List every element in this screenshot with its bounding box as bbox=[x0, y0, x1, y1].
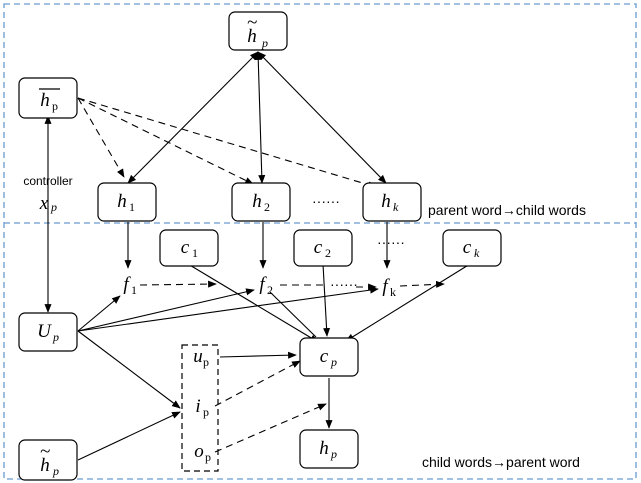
node-c-p: c p bbox=[299, 337, 359, 377]
svg-text:c: c bbox=[320, 346, 329, 367]
node-c1: c 1 bbox=[159, 229, 219, 267]
svg-text:f: f bbox=[123, 274, 131, 295]
edge-op-hp bbox=[214, 403, 327, 453]
gate-box bbox=[181, 344, 219, 472]
top-region-label: parent word→child words bbox=[428, 202, 586, 218]
svg-text:h: h bbox=[252, 191, 262, 212]
svg-text:p: p bbox=[52, 330, 59, 344]
svg-text:h: h bbox=[40, 455, 50, 476]
node-h1: h 1 bbox=[97, 182, 157, 222]
edge-hp-h2 bbox=[254, 51, 266, 184]
edge-f1-f2 bbox=[139, 280, 217, 288]
node-fk: f k bbox=[382, 276, 396, 299]
edges bbox=[44, 51, 471, 461]
svg-text:p: p bbox=[330, 447, 337, 461]
node-h-tilde-top: ~ h p bbox=[228, 11, 288, 51]
edge-up-ip bbox=[77, 330, 181, 409]
edge-ck-cp bbox=[345, 263, 471, 342]
svg-text:u: u bbox=[193, 346, 203, 367]
edge-up-f2 bbox=[77, 288, 255, 332]
node-h-tilde-bottom: ~ h p bbox=[18, 439, 78, 481]
svg-text:c: c bbox=[181, 237, 190, 258]
edge-hbottom-ip bbox=[77, 411, 181, 461]
edge-up-f1 bbox=[77, 295, 121, 332]
svg-text:1: 1 bbox=[192, 246, 198, 260]
svg-text:h: h bbox=[319, 438, 329, 459]
edge-up-gate-cp bbox=[219, 351, 297, 359]
svg-text:h: h bbox=[247, 26, 257, 47]
outer-frame bbox=[3, 3, 637, 480]
node-i-p: i p bbox=[195, 396, 209, 419]
svg-text:x: x bbox=[39, 193, 49, 214]
svg-text:p: p bbox=[330, 355, 337, 369]
svg-text:f: f bbox=[259, 274, 267, 295]
node-h2: h 2 bbox=[231, 182, 291, 222]
ellipsis-h: ······ bbox=[312, 193, 340, 209]
svg-text:h: h bbox=[40, 90, 50, 111]
svg-text:p: p bbox=[205, 450, 211, 464]
svg-text:2: 2 bbox=[325, 246, 331, 260]
node-h-bar: h p bbox=[18, 77, 78, 119]
svg-text:p: p bbox=[203, 405, 209, 419]
edge-f2-cp bbox=[269, 291, 317, 338]
svg-text:p: p bbox=[52, 464, 59, 478]
svg-text:~: ~ bbox=[40, 441, 50, 462]
edge-hbar-h2 bbox=[77, 97, 254, 185]
svg-text:k: k bbox=[393, 200, 399, 214]
node-o-p: o p bbox=[194, 441, 211, 464]
node-f1: f 1 bbox=[123, 274, 137, 297]
svg-text:p: p bbox=[261, 36, 268, 50]
svg-text:U: U bbox=[37, 321, 52, 342]
ellipsis-f: ······ bbox=[330, 276, 358, 292]
svg-text:p: p bbox=[50, 200, 57, 214]
ellipsis-c: ······ bbox=[377, 234, 405, 250]
svg-text:p: p bbox=[52, 99, 58, 113]
controller-label: controller bbox=[23, 174, 72, 188]
svg-text:c: c bbox=[314, 237, 323, 258]
node-ck: c k bbox=[442, 229, 502, 267]
edge-hbar-hk bbox=[77, 97, 377, 189]
svg-text:c: c bbox=[463, 237, 472, 258]
edge-c1-cp bbox=[187, 263, 319, 343]
svg-text:~: ~ bbox=[247, 12, 257, 33]
edge-hp-h1 bbox=[127, 51, 259, 184]
svg-text:i: i bbox=[195, 396, 200, 417]
node-f2: f 2 bbox=[259, 274, 273, 297]
svg-text:h: h bbox=[381, 191, 391, 212]
svg-text:k: k bbox=[474, 246, 480, 260]
svg-text:h: h bbox=[117, 191, 127, 212]
node-hk: h k bbox=[362, 182, 422, 222]
svg-text:o: o bbox=[194, 441, 204, 462]
edge-up-fk bbox=[77, 286, 379, 332]
node-u-p: u p bbox=[193, 346, 209, 369]
svg-text:1: 1 bbox=[129, 200, 135, 214]
svg-text:p: p bbox=[203, 355, 209, 369]
svg-text:2: 2 bbox=[264, 200, 270, 214]
node-h-p: h p bbox=[299, 429, 359, 469]
node-c2: c 2 bbox=[293, 229, 353, 267]
node-U-p: U p bbox=[18, 312, 78, 352]
edge-hp-hk bbox=[257, 51, 387, 184]
svg-text:1: 1 bbox=[131, 283, 137, 297]
svg-text:k: k bbox=[390, 285, 396, 299]
svg-text:2: 2 bbox=[267, 283, 273, 297]
node-x-p: x p bbox=[39, 193, 57, 214]
edge-hbar-h1 bbox=[77, 97, 125, 178]
svg-text:f: f bbox=[382, 276, 390, 297]
bottom-region-label: child words→parent word bbox=[422, 454, 580, 470]
edge-c2-cp bbox=[322, 263, 331, 337]
edge-ip-cp bbox=[214, 360, 301, 407]
